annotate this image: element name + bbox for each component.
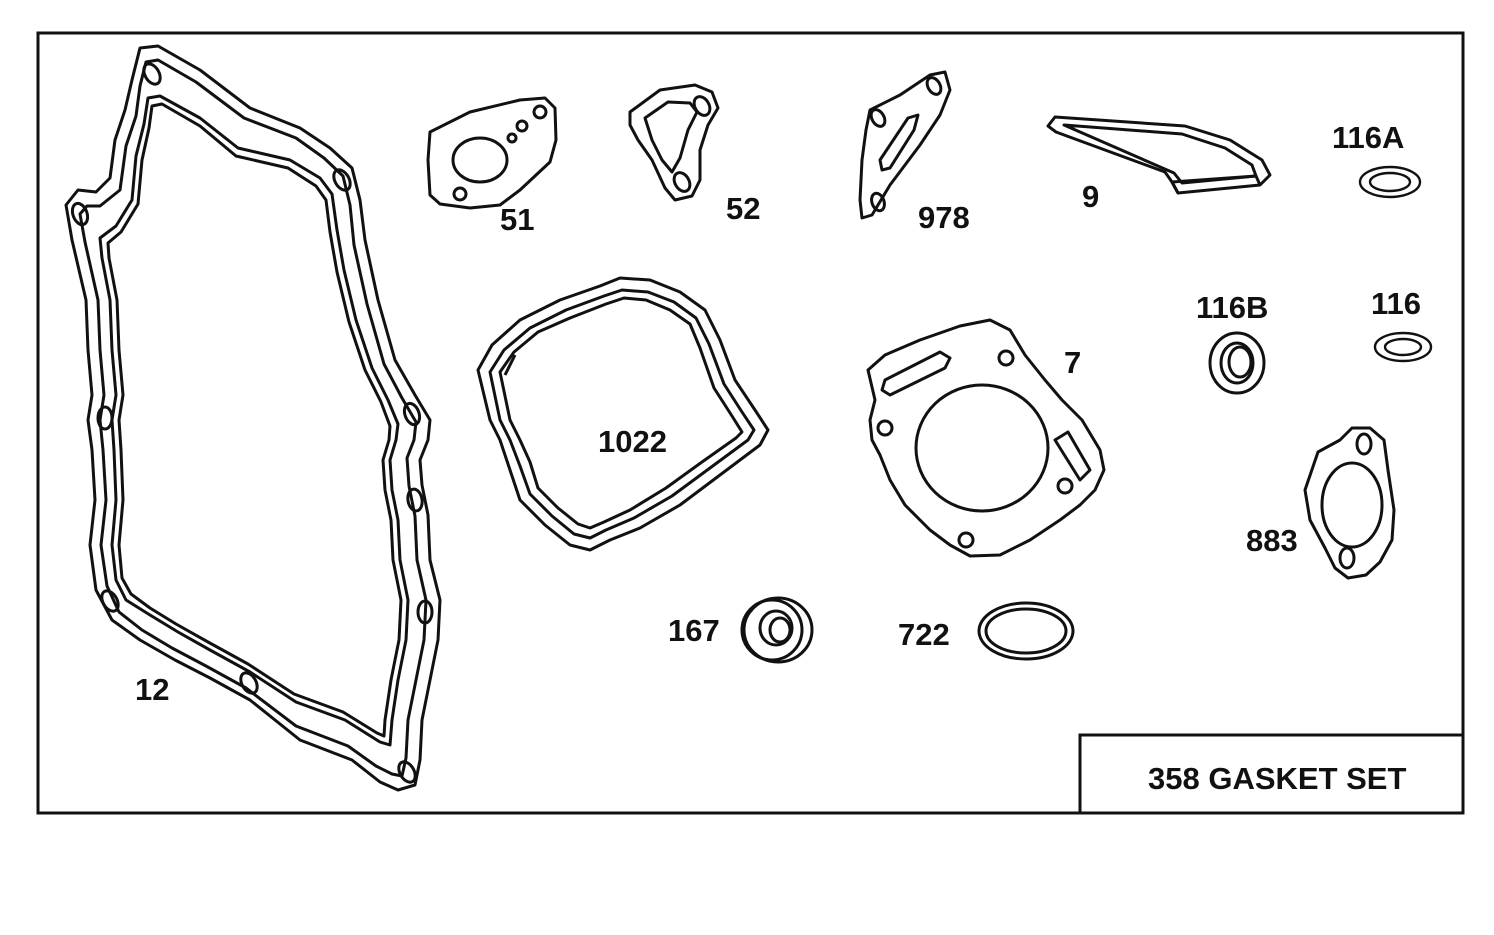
part-label-7: 7 <box>1064 345 1081 380</box>
part-label-883: 883 <box>1246 523 1298 558</box>
part-167-oil-seal[interactable] <box>740 596 814 664</box>
part-722-ring-gasket[interactable] <box>977 601 1075 661</box>
part-116A-washer[interactable] <box>1358 165 1422 199</box>
part-51-carburetor-gasket[interactable] <box>426 96 558 210</box>
part-label-9: 9 <box>1082 179 1099 214</box>
part-label-52: 52 <box>726 191 760 226</box>
part-12-crankcase-gasket[interactable] <box>64 44 442 792</box>
part-883-exhaust-gasket[interactable] <box>1303 426 1396 580</box>
part-7-head-gasket[interactable] <box>866 318 1106 558</box>
part-label-116: 116 <box>1371 286 1421 321</box>
part-9-cover-gasket[interactable] <box>1046 115 1272 195</box>
part-978-plate-gasket[interactable] <box>858 70 952 220</box>
part-1022-valve-cover-gasket[interactable] <box>476 276 770 552</box>
diagram-frame <box>36 31 1465 815</box>
part-label-167: 167 <box>668 613 720 648</box>
part-label-978: 978 <box>918 200 970 235</box>
diagram-title: 358 GASKET SET <box>1148 761 1406 796</box>
title-box: 358 GASKET SET <box>1078 733 1463 813</box>
part-label-1022: 1022 <box>598 424 667 459</box>
part-label-116B: 116B <box>1196 290 1268 325</box>
part-116-washer[interactable] <box>1373 331 1433 363</box>
part-label-116A: 116A <box>1332 120 1404 155</box>
part-label-12: 12 <box>135 672 169 707</box>
part-116B-seal[interactable] <box>1208 331 1266 395</box>
part-52-intake-gasket[interactable] <box>628 83 720 202</box>
part-label-722: 722 <box>898 617 950 652</box>
part-label-51: 51 <box>500 202 534 237</box>
